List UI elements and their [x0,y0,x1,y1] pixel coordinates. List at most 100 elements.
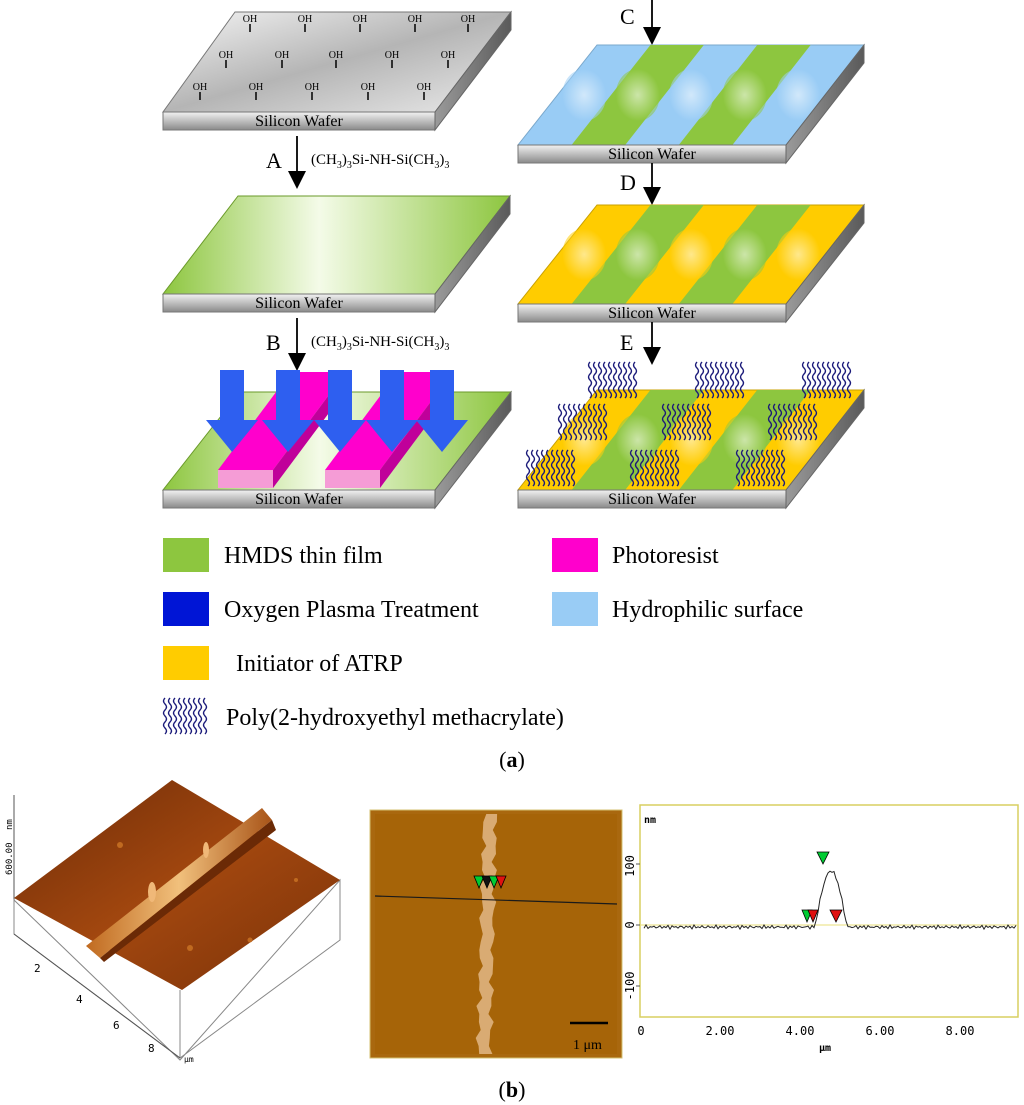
legend-swatch-hmds [163,538,209,572]
legend-swatch-plasma [163,592,209,626]
polymer-chain [755,449,761,487]
caption-b: (b) [499,1077,526,1102]
polymer-chain [739,361,745,399]
legend: HMDS thin film Photoresist Oxygen Plasma… [162,538,803,735]
polymer-chain [812,403,818,441]
polymer-chain [649,449,655,487]
step-c-letter: C [620,4,635,29]
polymer-chain [562,403,568,441]
polymer-chain [597,403,603,441]
oh-label: OH [249,82,263,93]
polymer-chain [644,449,650,487]
stripe-pattern [562,205,821,304]
polymer-chain [661,403,667,441]
brush-cluster [694,361,745,399]
polymer-chain [724,361,730,399]
brush-cluster [525,449,576,487]
polymer-chain [826,361,832,399]
polymer-chain [780,449,786,487]
legend-swatch-photoresist [552,538,598,572]
stripe-highlight [722,228,767,281]
polymer-chain [540,449,546,487]
polymer-chain [745,449,751,487]
profile-x-tick: 4.00 [786,1024,815,1038]
polymer-chain [806,361,812,399]
wafer-patterned-hydrophilic: Silicon Wafer [516,43,866,165]
polymer-chain [787,403,793,441]
oh-label: OH [243,14,257,25]
oh-label: OH [219,50,233,61]
caption-b-letter: b [506,1077,518,1102]
stripe-pattern [562,45,821,145]
wafer-label: Silicon Wafer [255,113,343,130]
oh-label: OH [361,82,375,93]
oh-label: OH [353,14,367,25]
polymer-chain [772,403,778,441]
afm3d-x-tick: 4 [76,993,83,1006]
wafer-initiator: Silicon Wafer [516,203,866,324]
plasma-arrow [314,370,366,452]
polymer-chain [632,361,638,399]
brush-cluster [801,361,852,399]
plasma-arrows [206,370,468,452]
polymer-chain [735,449,741,487]
polymer-chain [582,403,588,441]
polymer-chain [709,361,715,399]
polymer-brushes [525,361,852,487]
polymer-chain [592,403,598,441]
profile-y-tick: -100 [623,972,637,1001]
afm3d-x-tick: 2 [34,962,41,975]
stripe-highlight [615,69,660,121]
polymer-chain [729,361,735,399]
polymer-chain [639,449,645,487]
polymer-chain [182,697,188,735]
brush-cluster [767,403,818,441]
profile-trace [643,870,1017,931]
polymer-chain [567,403,573,441]
legend-label-initiator: Initiator of ATRP [236,651,403,677]
stripe-highlight [615,228,660,281]
oh-label: OH [408,14,422,25]
afm-2d-image: 1 μm [369,809,623,1059]
polymer-chain [811,361,817,399]
height-profile-chart: nm 100 0 -100 0 2.00 4.00 6.00 8.00 μm [623,804,1019,1054]
polymer-chain [602,403,608,441]
polymer-chain [557,403,563,441]
oh-label: OH [385,50,399,61]
polymer-chain [770,449,776,487]
legend-label-hydrophilic: Hydrophilic surface [612,597,803,623]
wafer-label: Silicon Wafer [608,146,696,163]
polymer-chain [714,361,720,399]
polymer-chain [831,361,837,399]
polymer-chain [659,449,665,487]
polymer-chain [187,697,193,735]
plasma-arrow [206,370,258,452]
wafer-label: Silicon Wafer [608,305,696,322]
step-c-arrow: C [620,0,661,45]
polymer-chain [704,361,710,399]
profile-x-tick: 2.00 [706,1024,735,1038]
caption-a: (a) [499,747,525,772]
polymer-chain [765,449,771,487]
stripe-highlight [776,69,821,121]
stripe-highlight [722,414,767,466]
polymer-chain [706,403,712,441]
profile-x-unit: μm [819,1043,831,1054]
step-b-arrow: B (CH3)3Si-NH-Si(CH3)3 [266,318,449,371]
step-e-arrow: E [620,322,661,365]
polymer-chain [699,361,705,399]
polymer-chain [550,449,556,487]
polymer-chain [634,449,640,487]
polymer-chain [565,449,571,487]
polymer-chain [197,697,203,735]
wafer-polymer-brushes: Silicon Wafer [516,361,866,510]
brush-cluster [735,449,786,487]
marker-red [807,909,819,924]
step-d-arrow: D [620,163,661,205]
polymer-chain [719,361,725,399]
polymer-chain [172,697,178,735]
legend-label-plasma: Oxygen Plasma Treatment [224,597,479,623]
